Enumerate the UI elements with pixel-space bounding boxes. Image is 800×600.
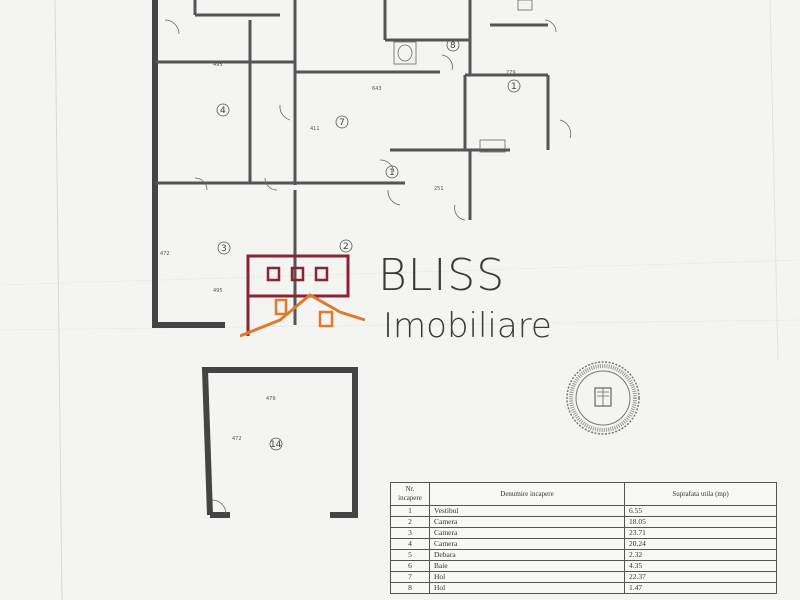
dimension-label: 495 — [213, 288, 223, 294]
dimension-label: 279 — [506, 70, 516, 76]
interior-walls — [155, 0, 550, 325]
room-number: 6 — [390, 560, 430, 572]
room-name: Hol — [429, 571, 625, 583]
dimension-label: 472 — [232, 436, 242, 442]
room-label: 3 — [221, 244, 227, 254]
dimension-label: 411 — [310, 126, 320, 132]
stamp-icon — [566, 361, 640, 435]
room-number: 1 — [390, 505, 430, 517]
room-label: 8 — [450, 41, 456, 51]
room-label: 2 — [343, 242, 349, 252]
dimension-label: 472 — [160, 251, 170, 257]
apartment-outline — [152, 0, 225, 328]
room-area-table: Nr. incapere Denumire incapere Suprafata… — [390, 482, 777, 594]
dimension-label: 495 — [213, 62, 223, 68]
dimension-label: 251 — [434, 186, 444, 192]
room-number: 4 — [390, 538, 430, 550]
room-area: 4.35 — [624, 560, 777, 572]
room-label: 1 — [511, 82, 517, 92]
garage-outline — [201, 367, 358, 518]
room-area: 1.47 — [624, 582, 777, 594]
dimension-label: 479 — [266, 396, 276, 402]
brand-name: BLISS — [378, 250, 506, 301]
column-header: Suprafata utila (mp) — [624, 482, 777, 506]
room-label: 1 — [389, 168, 395, 178]
room-number: 3 — [390, 527, 430, 539]
room-area: 6.55 — [624, 505, 777, 517]
room-area: 2.32 — [624, 549, 777, 561]
room-number: 5 — [390, 549, 430, 561]
room-area: 20.24 — [624, 538, 777, 550]
room-label: 4 — [220, 106, 226, 116]
room-markers — [216, 38, 521, 451]
room-name: Camera — [429, 516, 625, 528]
garage-door — [211, 499, 227, 515]
column-header: Denumire incapere — [429, 482, 625, 506]
room-name: Vestibul — [429, 505, 625, 517]
door-swings — [164, 19, 572, 221]
dimension-label: 643 — [372, 86, 382, 92]
room-area: 18.05 — [624, 516, 777, 528]
room-name: Camera — [429, 527, 625, 539]
room-number: 2 — [390, 516, 430, 528]
column-header: Nr. incapere — [390, 482, 430, 506]
room-label: 7 — [339, 118, 345, 128]
room-name: Hol — [429, 582, 625, 594]
room-label: 14 — [270, 440, 282, 450]
bathroom-fixtures — [393, 0, 533, 153]
room-number: 7 — [390, 571, 430, 583]
room-name: Baie — [429, 560, 625, 572]
room-name: Debara — [429, 549, 625, 561]
room-area: 23.71 — [624, 527, 777, 539]
table-header-row: Nr. incapere Denumire incapere Suprafata… — [390, 482, 777, 506]
room-number: 8 — [390, 582, 430, 594]
house-logo-icon — [240, 254, 366, 338]
brand-subtitle: Imobiliare — [383, 306, 552, 346]
room-area: 22.37 — [624, 571, 777, 583]
room-name: Camera — [429, 538, 625, 550]
